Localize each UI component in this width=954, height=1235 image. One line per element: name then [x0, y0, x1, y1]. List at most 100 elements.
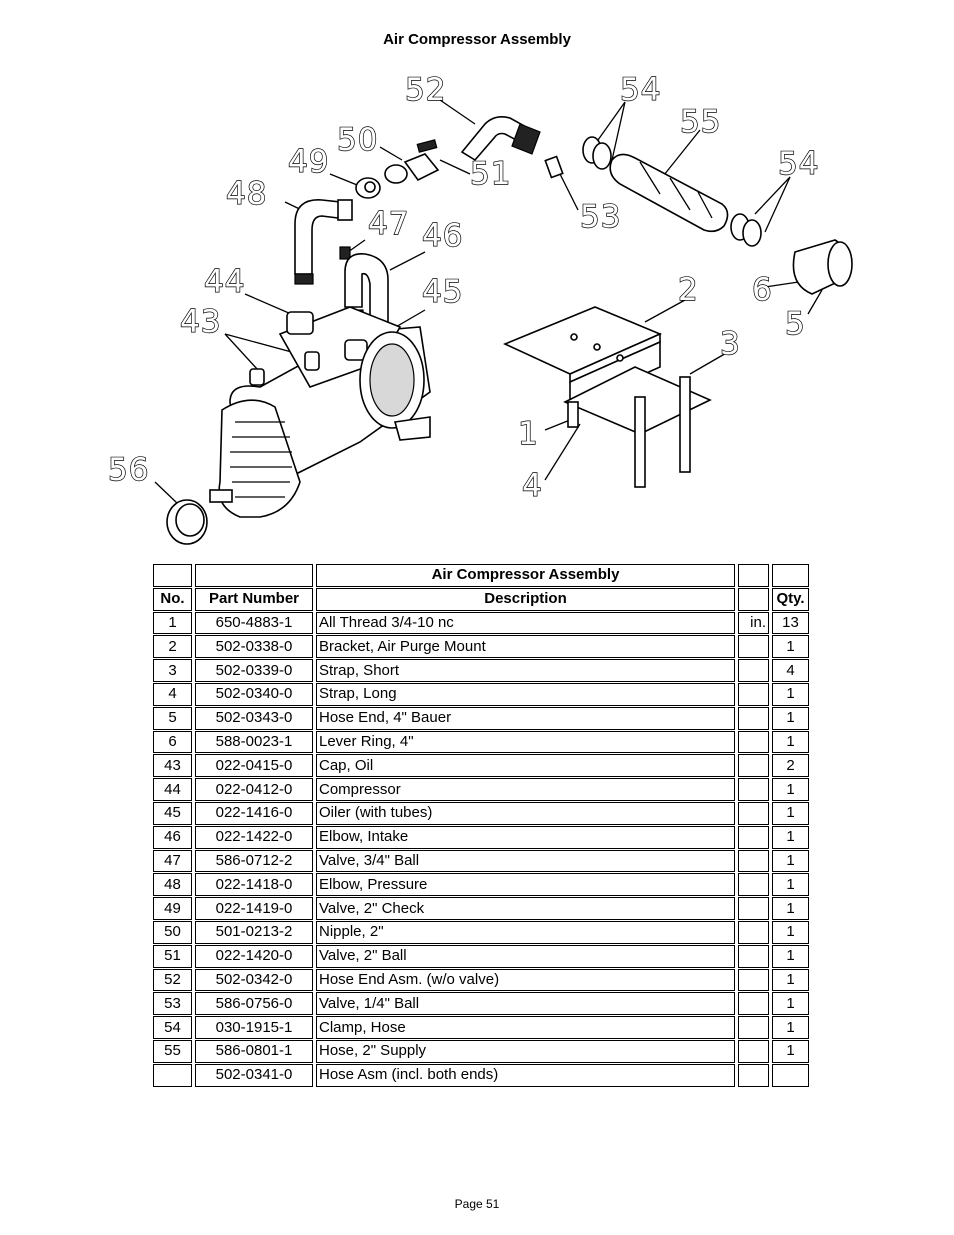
cell-part-number: 586-0801-1 — [195, 1039, 313, 1063]
callout-label: 1 — [518, 416, 539, 452]
header-no: No. — [153, 587, 192, 611]
cell-unit: in. — [738, 611, 769, 635]
cell-qty: 1 — [772, 849, 809, 873]
cell-unit — [738, 897, 769, 920]
header-description: Description — [316, 587, 735, 611]
cell-part-number: 650-4883-1 — [195, 611, 313, 635]
callout-label: 44 — [204, 264, 245, 300]
callout-labels: 52 50 49 51 48 47 46 44 45 43 54 55 53 5… — [107, 71, 819, 504]
callout-label: 55 — [680, 104, 721, 140]
cell-unit — [738, 1039, 769, 1063]
callout-label: 47 — [368, 206, 409, 242]
diagram-svg: 52 50 49 51 48 47 46 44 45 43 54 55 53 5… — [107, 71, 853, 545]
cell-qty: 1 — [772, 682, 809, 706]
cell-no: 3 — [153, 659, 192, 682]
callout-label: 54 — [620, 72, 661, 108]
cell-qty: 1 — [772, 968, 809, 992]
cell-qty: 13 — [772, 611, 809, 635]
callout-label: 53 — [580, 199, 621, 235]
cell-no: 5 — [153, 706, 192, 730]
cell-part-number: 022-0415-0 — [195, 754, 313, 778]
cell-qty: 1 — [772, 635, 809, 659]
cell-unit — [738, 778, 769, 801]
table-header-row: No. Part Number Description Qty. — [153, 587, 809, 611]
cell-description: Nipple, 2" — [316, 920, 735, 944]
cell-description: Strap, Short — [316, 659, 735, 682]
callout-label: 48 — [226, 176, 267, 212]
page-number: Page 51 — [454, 1197, 500, 1211]
callout-label: 50 — [337, 122, 378, 158]
cell-part-number: 502-0341-0 — [195, 1063, 313, 1087]
cell-part-number: 501-0213-2 — [195, 920, 313, 944]
cell-part-number: 022-0412-0 — [195, 778, 313, 801]
cell-no: 52 — [153, 968, 192, 992]
cell-unit — [738, 992, 769, 1016]
exploded-parts-diagram: 52 50 49 51 48 47 46 44 45 43 54 55 53 5… — [100, 62, 870, 552]
cell-no: 43 — [153, 754, 192, 778]
cell-qty: 1 — [772, 1039, 809, 1063]
cell-no: 45 — [153, 801, 192, 825]
cell-qty: 1 — [772, 778, 809, 801]
callout-label: 3 — [720, 326, 741, 362]
cell-description: Elbow, Intake — [316, 825, 735, 849]
cell-no: 1 — [153, 611, 192, 635]
hose-end-and-ring — [792, 239, 853, 295]
cell-unit — [738, 706, 769, 730]
cell-no: 6 — [153, 730, 192, 754]
cell-no: 50 — [153, 920, 192, 944]
cell-unit — [738, 754, 769, 778]
cell-qty: 1 — [772, 992, 809, 1016]
cell-qty: 1 — [772, 801, 809, 825]
cell-no: 53 — [153, 992, 192, 1016]
header-part-number: Part Number — [195, 587, 313, 611]
cell-qty: 1 — [772, 730, 809, 754]
callout-label: 51 — [470, 156, 511, 192]
cell-description: Valve, 3/4" Ball — [316, 849, 735, 873]
bracket-assembly — [502, 306, 712, 488]
cell-part-number: 022-1420-0 — [195, 944, 313, 968]
cell-part-number: 586-0756-0 — [195, 992, 313, 1016]
cell-description: Valve, 2" Ball — [316, 944, 735, 968]
cell-description: All Thread 3/4-10 nc — [316, 611, 735, 635]
cell-description: Cap, Oil — [316, 754, 735, 778]
end-cap — [166, 499, 208, 545]
callout-label: 2 — [678, 272, 699, 308]
cell-part-number: 502-0338-0 — [195, 635, 313, 659]
page-title: Air Compressor Assembly — [383, 31, 571, 48]
cell-unit — [738, 920, 769, 944]
valves-and-fittings — [294, 139, 440, 323]
cell-description: Hose Asm (incl. both ends) — [316, 1063, 735, 1087]
cell-description: Clamp, Hose — [316, 1016, 735, 1039]
empty-cell — [738, 564, 769, 587]
parts-table: Air Compressor Assembly No. Part Number … — [150, 563, 812, 1088]
cell-qty: 1 — [772, 706, 809, 730]
cell-unit — [738, 849, 769, 873]
cell-qty: 1 — [772, 825, 809, 849]
header-qty: Qty. — [772, 587, 809, 611]
table-title: Air Compressor Assembly — [316, 564, 735, 587]
cell-qty: 1 — [772, 944, 809, 968]
cell-part-number: 502-0343-0 — [195, 706, 313, 730]
callout-label: 6 — [752, 272, 773, 308]
cell-part-number: 586-0712-2 — [195, 849, 313, 873]
leader-lines — [154, 99, 823, 505]
callout-label: 52 — [405, 72, 446, 108]
callout-label: 43 — [180, 304, 221, 340]
cell-description: Strap, Long — [316, 682, 735, 706]
cell-no: 46 — [153, 825, 192, 849]
